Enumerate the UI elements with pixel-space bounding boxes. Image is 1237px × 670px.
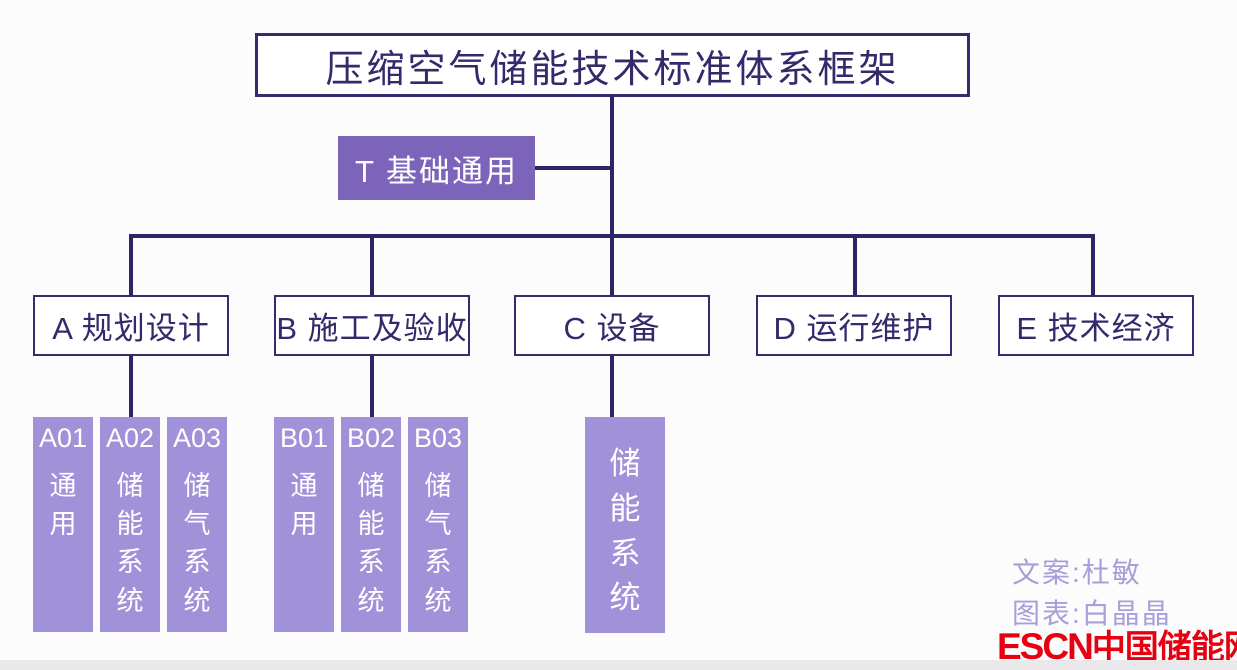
category-box-b: B 施工及验收	[274, 295, 470, 356]
category-box-a: A 规划设计	[33, 295, 229, 356]
connector-drop-a-children	[129, 356, 133, 417]
leaf-name-b02: 储能系统	[357, 470, 385, 616]
connector-drop-e	[1091, 234, 1095, 295]
leaf-code-a01: A01	[38, 423, 88, 453]
connector-drop-d	[853, 234, 857, 295]
category-box-c: C 设备	[514, 295, 710, 356]
leaf-column-a02: A02 储能系统	[100, 417, 160, 632]
connector-trunk	[610, 97, 614, 238]
leaf-column-c-storage: 储能系统	[585, 417, 665, 633]
leaf-column-b01: B01 通用	[274, 417, 334, 632]
category-label-e: E 技术经济	[1016, 311, 1176, 346]
leaf-name-a01: 通用	[49, 470, 77, 540]
connector-drop-c	[610, 234, 614, 295]
connector-drop-c-children	[610, 356, 614, 417]
leaf-column-a01: A01 通用	[33, 417, 93, 632]
connector-drop-b-children	[370, 356, 374, 417]
branch-t-box: T 基础通用	[338, 136, 535, 200]
leaf-name-a02: 储能系统	[116, 470, 144, 616]
leaf-name-b01: 通用	[290, 470, 318, 540]
connector-drop-a	[129, 234, 133, 295]
leaf-name-a03: 储气系统	[183, 470, 211, 616]
connector-drop-b	[370, 234, 374, 295]
leaf-column-b03: B03 储气系统	[408, 417, 468, 632]
connector-t-stub	[535, 166, 611, 170]
leaf-code-b03: B03	[413, 423, 463, 453]
root-title-box: 压缩空气储能技术标准体系框架	[255, 33, 970, 97]
leaf-column-b02: B02 储能系统	[341, 417, 401, 632]
branch-t-label: T 基础通用	[355, 153, 518, 189]
credit-copywriter: 文案:杜敏	[1012, 557, 1142, 588]
window-bottom-edge	[0, 660, 1237, 670]
leaf-code-b01: B01	[279, 423, 329, 453]
category-label-b: B 施工及验收	[276, 311, 468, 346]
credit-chart-maker: 图表:白晶晶	[1012, 598, 1172, 629]
diagram-title: 压缩空气储能技术标准体系框架	[325, 48, 900, 91]
leaf-code-b02: B02	[346, 423, 396, 453]
category-box-e: E 技术经济	[998, 295, 1194, 356]
leaf-code-a03: A03	[172, 423, 222, 453]
leaf-name-b03: 储气系统	[424, 470, 452, 616]
leaf-name-c-storage: 储能系统	[609, 445, 641, 616]
category-box-d: D 运行维护	[756, 295, 952, 356]
category-label-d: D 运行维护	[773, 311, 935, 346]
leaf-code-a02: A02	[105, 423, 155, 453]
category-label-c: C 设备	[563, 311, 661, 346]
leaf-column-a03: A03 储气系统	[167, 417, 227, 632]
category-label-a: A 规划设计	[52, 311, 210, 346]
